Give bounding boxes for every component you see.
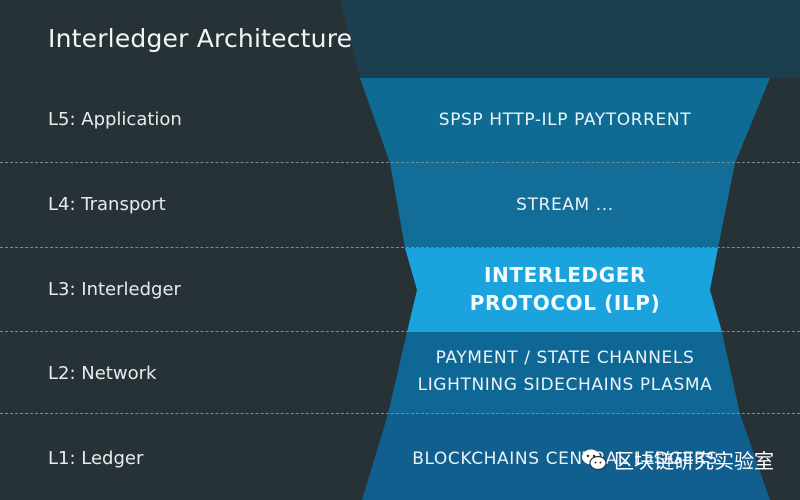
- watermark-text: 区块链研究实验室: [614, 449, 774, 473]
- band-l3: [405, 248, 722, 332]
- watermark: 区块链研究实验室: [580, 445, 774, 474]
- l4-protocols: STREAM ...: [516, 195, 614, 215]
- band-l4: [390, 163, 735, 248]
- l1-protocols: BLOCKCHAINS CENTRAL LEDGERS: [412, 449, 718, 469]
- l2-protocols-line2: LIGHTNING SIDECHAINS PLASMA: [417, 375, 713, 395]
- band-l2: [388, 332, 740, 414]
- diagram-title: Interledger Architecture: [48, 24, 353, 53]
- layer-label-l1: L1: Ledger: [48, 448, 144, 469]
- l3-protocol-line2: PROTOCOL (ILP): [469, 291, 661, 315]
- band-top: [340, 0, 800, 78]
- divider: [0, 162, 800, 163]
- band-l5: [360, 78, 770, 163]
- layer-label-l2: L2: Network: [48, 363, 157, 384]
- layer-label-l4: L4: Transport: [48, 194, 166, 215]
- divider: [0, 331, 800, 332]
- band-l1: [362, 414, 770, 500]
- l5-protocols: SPSP HTTP-ILP PAYTORRENT: [438, 110, 692, 130]
- l3-protocol-line1: INTERLEDGER: [484, 263, 646, 287]
- divider: [0, 247, 800, 248]
- wechat-icon: [582, 449, 607, 470]
- layer-label-l3: L3: Interledger: [48, 279, 181, 300]
- l2-protocols-line1: PAYMENT / STATE CHANNELS: [435, 348, 695, 368]
- layer-label-l5: L5: Application: [48, 109, 182, 130]
- divider: [0, 413, 800, 414]
